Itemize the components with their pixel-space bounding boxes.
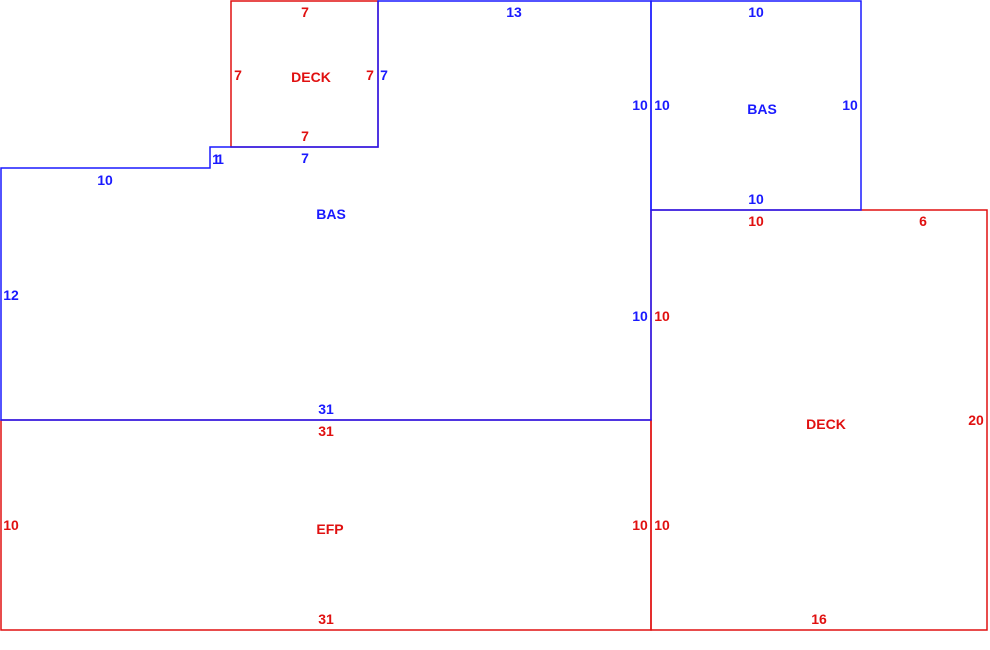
efp-label: EFP bbox=[316, 521, 343, 537]
upper-bas-area bbox=[650, 0, 862, 211]
efp-right-dimension: 10 bbox=[632, 517, 648, 533]
efp-left-dimension: 10 bbox=[3, 517, 19, 533]
lower-deck-top-right-dimension: 6 bbox=[919, 213, 927, 229]
main-bas-bottom-dimension: 31 bbox=[318, 401, 334, 417]
main-bas-top-right-dimension: 13 bbox=[506, 4, 522, 20]
lower-deck-label: DECK bbox=[806, 416, 846, 432]
main-bas-label: BAS bbox=[316, 206, 346, 222]
main-bas-outline bbox=[0, 0, 652, 421]
upper-bas-left-dimension: 10 bbox=[654, 97, 670, 113]
upper-deck-right-dimension: 7 bbox=[366, 67, 374, 83]
main-bas-left-dimension: 12 bbox=[3, 287, 19, 303]
lower-deck-right-dimension: 20 bbox=[968, 412, 984, 428]
efp-bottom-dimension: 31 bbox=[318, 611, 334, 627]
efp-top-dimension: 31 bbox=[318, 423, 334, 439]
upper-deck-left-dimension: 7 bbox=[234, 67, 242, 83]
upper-bas-label: BAS bbox=[747, 101, 777, 117]
main-bas-under-deck-dimension: 7 bbox=[301, 150, 309, 166]
lower-deck-top-dimension: 10 bbox=[748, 213, 764, 229]
upper-bas-right-dimension: 10 bbox=[842, 97, 858, 113]
main-bas-top-left-dimension: 10 bbox=[97, 172, 113, 188]
upper-deck-top-dimension: 7 bbox=[301, 4, 309, 20]
upper-bas-outline bbox=[650, 0, 862, 211]
upper-bas-bottom-dimension: 10 bbox=[748, 191, 764, 207]
main-bas-deck-side-dimension: 7 bbox=[380, 67, 388, 83]
lower-deck-left-dimension: 10 bbox=[654, 308, 670, 324]
main-bas-notch-inner-dimension: 1 bbox=[216, 151, 224, 167]
main-bas-area bbox=[0, 0, 652, 421]
main-bas-right-upper-dimension: 10 bbox=[632, 97, 648, 113]
upper-bas-top-dimension: 10 bbox=[748, 4, 764, 20]
main-bas-notch-dimension: 1 bbox=[212, 151, 220, 167]
lower-deck-bottom-dimension: 16 bbox=[811, 611, 827, 627]
lower-deck-left-lower-dimension: 10 bbox=[654, 517, 670, 533]
main-bas-right-lower-dimension: 10 bbox=[632, 308, 648, 324]
upper-deck-label: DECK bbox=[291, 69, 331, 85]
upper-deck-bottom-dimension: 7 bbox=[301, 128, 309, 144]
